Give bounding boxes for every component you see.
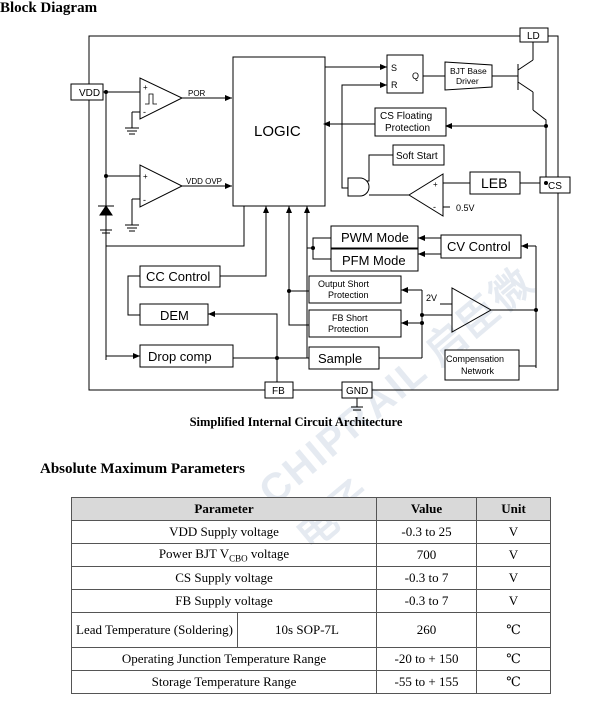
compensation-line2: Network <box>461 366 495 376</box>
value-cell: -0.3 to 7 <box>376 589 477 613</box>
table-row: Storage Temperature Range -55 to + 155 ℃ <box>71 670 551 694</box>
table-row: FB Supply voltage -0.3 to 7 V <box>71 589 551 613</box>
output-short-line2: Protection <box>328 290 369 300</box>
bjt-driver-line1: BJT Base <box>450 66 487 76</box>
svg-text:+: + <box>143 172 148 181</box>
pin-cs: CS <box>548 181 562 192</box>
unit-cell: ℃ <box>476 670 551 694</box>
param-cell: VDD Supply voltage <box>71 520 377 544</box>
param-cell: FB Supply voltage <box>71 589 377 613</box>
sr-q-label: Q <box>412 71 419 81</box>
pin-gnd: GND <box>346 386 368 397</box>
pwm-mode-label: PWM Mode <box>341 230 409 245</box>
output-short-line1: Output Short <box>318 279 370 289</box>
logic-block-label: LOGIC <box>254 123 301 140</box>
value-cell: -55 to + 155 <box>376 670 477 694</box>
cv-control-label: CV Control <box>447 239 511 254</box>
pfm-mode-label: PFM Mode <box>342 253 406 268</box>
pin-fb: FB <box>272 386 285 397</box>
svg-text:-: - <box>143 107 146 117</box>
sample-label: Sample <box>318 351 362 366</box>
param-cell: Storage Temperature Range <box>71 670 377 694</box>
fb-short-line2: Protection <box>328 324 369 334</box>
unit-cell: ℃ <box>476 612 551 648</box>
sr-s-label: S <box>391 63 397 73</box>
value-cell: 260 <box>376 612 477 648</box>
abs-max-table: Parameter Value Unit VDD Supply voltage … <box>71 497 551 694</box>
param-subcell: 10s SOP-7L <box>237 612 377 648</box>
unit-cell: ℃ <box>476 647 551 671</box>
svg-text:-: - <box>143 195 146 205</box>
diagram-caption: Simplified Internal Circuit Architecture <box>189 415 403 429</box>
sr-r-label: R <box>391 80 398 90</box>
param-cell: Operating Junction Temperature Range <box>71 647 377 671</box>
table-row: VDD Supply voltage -0.3 to 25 V <box>71 520 551 544</box>
header-value: Value <box>376 497 477 521</box>
header-unit: Unit <box>476 497 551 521</box>
dem-label: DEM <box>160 308 189 323</box>
param-cell: Power BJT VCBO voltage <box>71 543 377 567</box>
svg-text:+: + <box>433 180 438 189</box>
param-cell: Lead Temperature (Soldering) <box>71 612 238 648</box>
value-cell: -0.3 to 7 <box>376 566 477 590</box>
unit-cell: V <box>476 566 551 590</box>
ref-2v-label: 2V <box>426 293 437 303</box>
svg-text:+: + <box>143 83 148 92</box>
por-label: POR <box>188 89 206 98</box>
cs-floating-line2: Protection <box>385 123 430 134</box>
cs-floating-line1: CS Floating <box>380 111 432 122</box>
ref-05v-label: 0.5V <box>456 203 475 213</box>
table-header-row: Parameter Value Unit <box>71 497 551 521</box>
vdd-ovp-label: VDD OVP <box>186 177 222 186</box>
compensation-line1: Compensation <box>446 354 504 364</box>
cc-control-label: CC Control <box>146 269 210 284</box>
pin-ld: LD <box>527 31 540 42</box>
bjt-driver-line2: Driver <box>456 76 479 86</box>
chip-outline <box>88 35 559 391</box>
value-cell: -20 to + 150 <box>376 647 477 671</box>
table-row: Operating Junction Temperature Range -20… <box>71 647 551 671</box>
drop-comp-label: Drop comp <box>148 349 212 364</box>
value-cell: -0.3 to 25 <box>376 520 477 544</box>
block-diagram: VDD LD CS FB GND LOGIC POR VDD OVP + - +… <box>70 27 571 411</box>
param-cell: CS Supply voltage <box>71 566 377 590</box>
pin-vdd: VDD <box>79 88 100 99</box>
value-cell: 700 <box>376 543 477 567</box>
abs-max-heading: Absolute Maximum Parameters <box>40 461 245 477</box>
table-row: Lead Temperature (Soldering) 10s SOP-7L … <box>71 612 551 648</box>
leb-label: LEB <box>481 175 507 191</box>
soft-start-label: Soft Start <box>396 151 438 162</box>
block-diagram-heading: Block Diagram <box>0 0 98 16</box>
table-row: Power BJT VCBO voltage 700 V <box>71 543 551 567</box>
header-parameter: Parameter <box>71 497 377 521</box>
table-row: CS Supply voltage -0.3 to 7 V <box>71 566 551 590</box>
unit-cell: V <box>476 543 551 567</box>
svg-text:-: - <box>433 202 436 212</box>
fb-short-line1: FB Short <box>332 313 368 323</box>
unit-cell: V <box>476 589 551 613</box>
unit-cell: V <box>476 520 551 544</box>
